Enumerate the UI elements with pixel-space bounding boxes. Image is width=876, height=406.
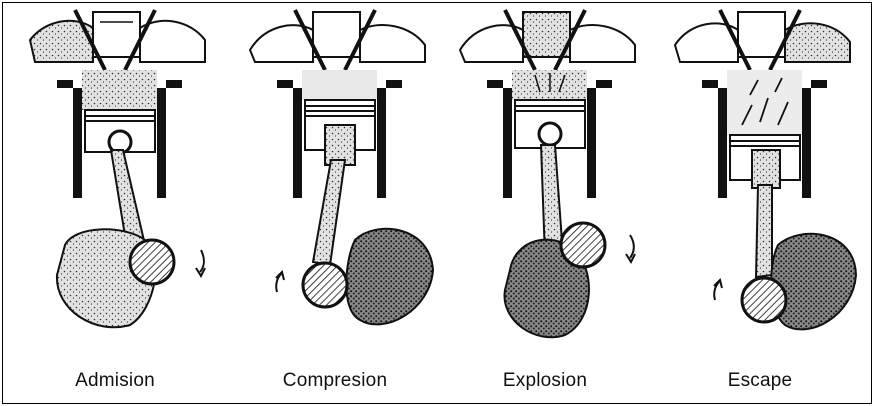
stage-escape: Escape — [660, 0, 860, 400]
stage-explosion: Explosion — [445, 0, 645, 400]
stage-admision: Admision — [15, 0, 215, 400]
stage-label: Admision — [15, 370, 215, 392]
stage-label: Compresion — [235, 370, 435, 392]
stage-label: Escape — [660, 370, 860, 392]
engine-admision-illustration — [15, 0, 215, 360]
engine-escape-illustration — [660, 0, 860, 360]
stage-compresion: Compresion — [235, 0, 435, 400]
stage-label: Explosion — [445, 370, 645, 392]
engine-explosion-illustration — [445, 0, 645, 360]
engine-compresion-illustration — [235, 0, 435, 360]
